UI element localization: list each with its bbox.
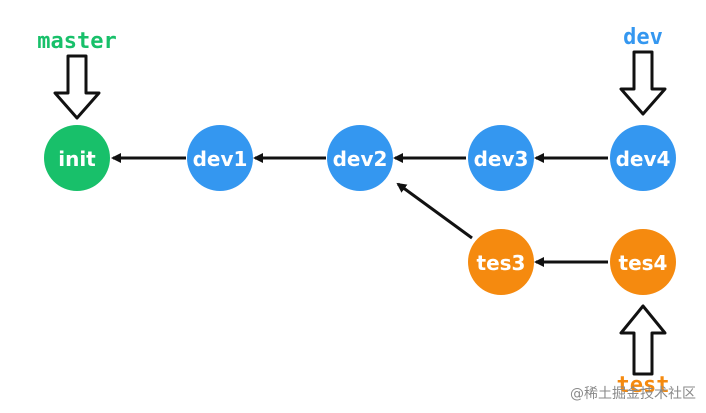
master-pointer-arrow	[53, 54, 101, 120]
dev-label: dev	[623, 25, 663, 50]
commit-circle	[187, 125, 253, 191]
commit-label: dev1	[193, 147, 248, 171]
commit-node-dev4: dev4	[610, 125, 676, 191]
commit-node-tes4: tes4	[610, 229, 676, 295]
commit-circle	[327, 125, 393, 191]
commit-circle	[610, 125, 676, 191]
commit-node-dev2: dev2	[327, 125, 393, 191]
commit-node-dev1: dev1	[187, 125, 253, 191]
master-label: master	[37, 29, 116, 54]
commit-node-init: init	[44, 125, 110, 191]
arrow-tes3-to-dev2	[396, 182, 473, 240]
commit-circle	[44, 125, 110, 191]
commit-label: dev3	[474, 147, 529, 171]
commit-circle	[468, 229, 534, 295]
commit-node-tes3: tes3	[468, 229, 534, 295]
commit-node-dev3: dev3	[468, 125, 534, 191]
test-pointer-arrow	[619, 304, 667, 376]
commit-circle	[468, 125, 534, 191]
commit-label: init	[58, 147, 96, 171]
commit-label: tes3	[477, 251, 526, 275]
commit-circle	[610, 229, 676, 295]
commit-label: tes4	[619, 251, 668, 275]
dev-pointer-arrow	[619, 50, 667, 116]
commit-label: dev4	[616, 147, 671, 171]
test-label: test	[617, 373, 670, 398]
watermark: @稀土掘金技术社区	[570, 386, 696, 402]
commit-label: dev2	[333, 147, 388, 171]
